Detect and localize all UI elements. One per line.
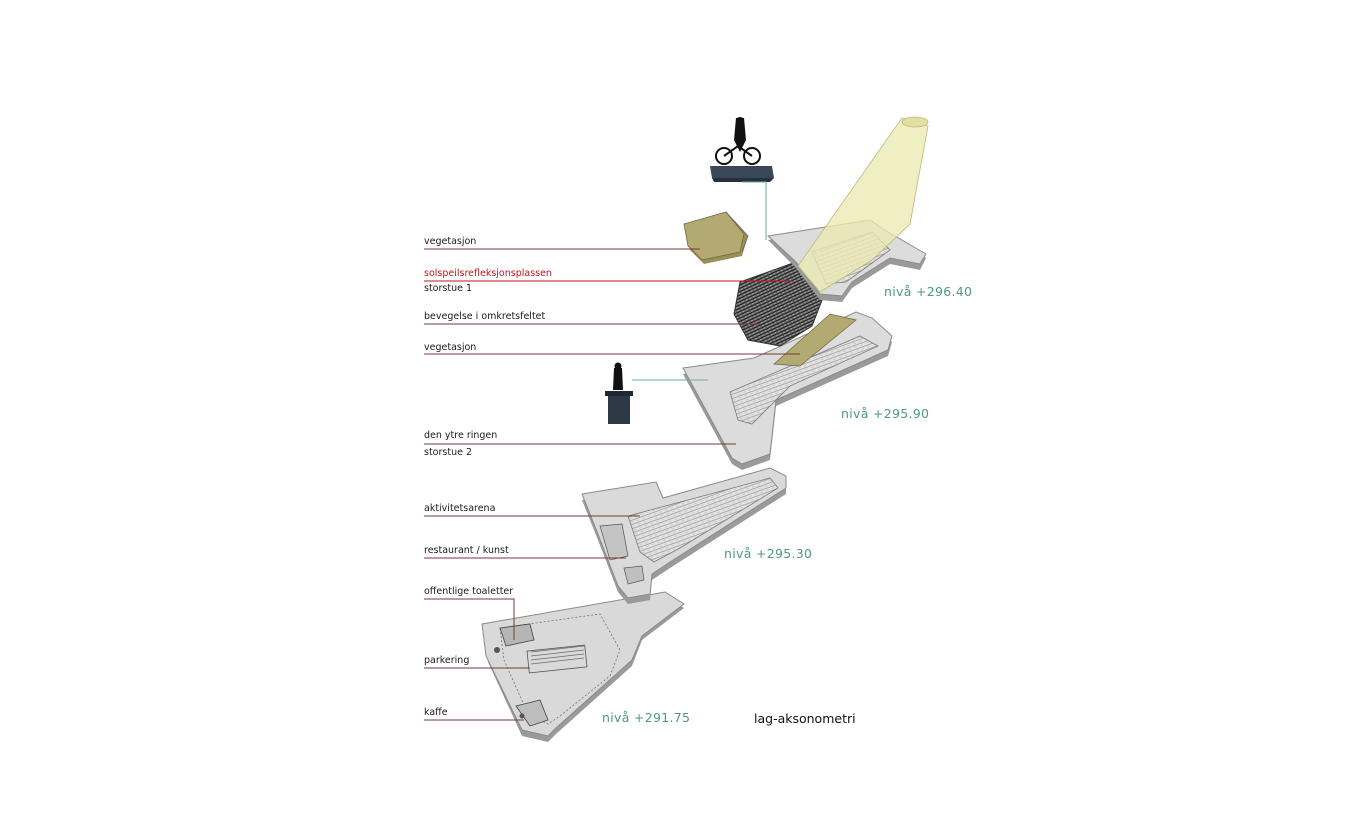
label-activity-arena: aktivitetsarena (424, 503, 496, 514)
label-cafe: kaffe (424, 707, 448, 718)
outer-ring-slab (682, 311, 893, 470)
monument-statue-icon (605, 362, 708, 424)
parking-slab (481, 591, 685, 742)
diagram-caption: lag-aksonometri (754, 711, 856, 726)
label-toilets: offentlige toaletter (424, 586, 514, 597)
level-295-90: nivå +295.90 (841, 406, 930, 421)
label-reflection-plaza: solspeilsrefleksjonsplassen (424, 268, 552, 279)
label-vegetation-top: vegetasjon (424, 236, 477, 247)
label-restaurant: restaurant / kunst (424, 545, 509, 556)
label-outer-ring: den ytre ringen (424, 430, 498, 441)
leader-lines (424, 248, 800, 721)
label-movement: bevegelse i omkretsfeltet (424, 311, 546, 322)
activity-slab (581, 467, 787, 604)
label-storstue-2: storstue 2 (424, 447, 472, 458)
level-296-40: nivå +296.40 (884, 284, 973, 299)
label-storstue-1: storstue 1 (424, 283, 472, 294)
cyclist-statue-icon (710, 117, 774, 240)
top-slab (683, 116, 929, 302)
label-vegetation-mid: vegetasjon (424, 342, 477, 353)
level-291-75: nivå +291.75 (602, 710, 691, 725)
label-parking: parkering (424, 655, 470, 666)
level-295-30: nivå +295.30 (724, 546, 813, 561)
